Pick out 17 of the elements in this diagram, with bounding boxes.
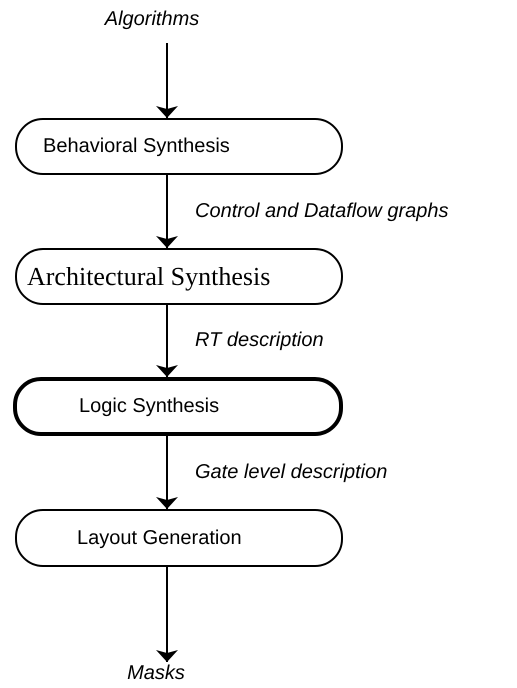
arrow (156, 43, 178, 118)
edge-label: Gate level description (195, 460, 388, 484)
step-label: Architectural Synthesis (27, 262, 270, 292)
step-label: Logic Synthesis (79, 395, 220, 418)
arrow (156, 175, 178, 248)
arrow (156, 436, 178, 509)
output-label: Masks (126, 662, 186, 685)
arrow (156, 567, 178, 662)
arrow (156, 305, 178, 377)
process-box (15, 509, 343, 567)
edge-label: RT description (195, 329, 324, 352)
input-label: Algorithms (102, 8, 200, 31)
step-label: Behavioral Synthesis (43, 135, 230, 158)
process-box (13, 377, 343, 436)
step-label: Layout Generation (77, 526, 242, 550)
edge-label: Control and Dataflow graphs (195, 200, 448, 222)
process-box (15, 118, 343, 175)
